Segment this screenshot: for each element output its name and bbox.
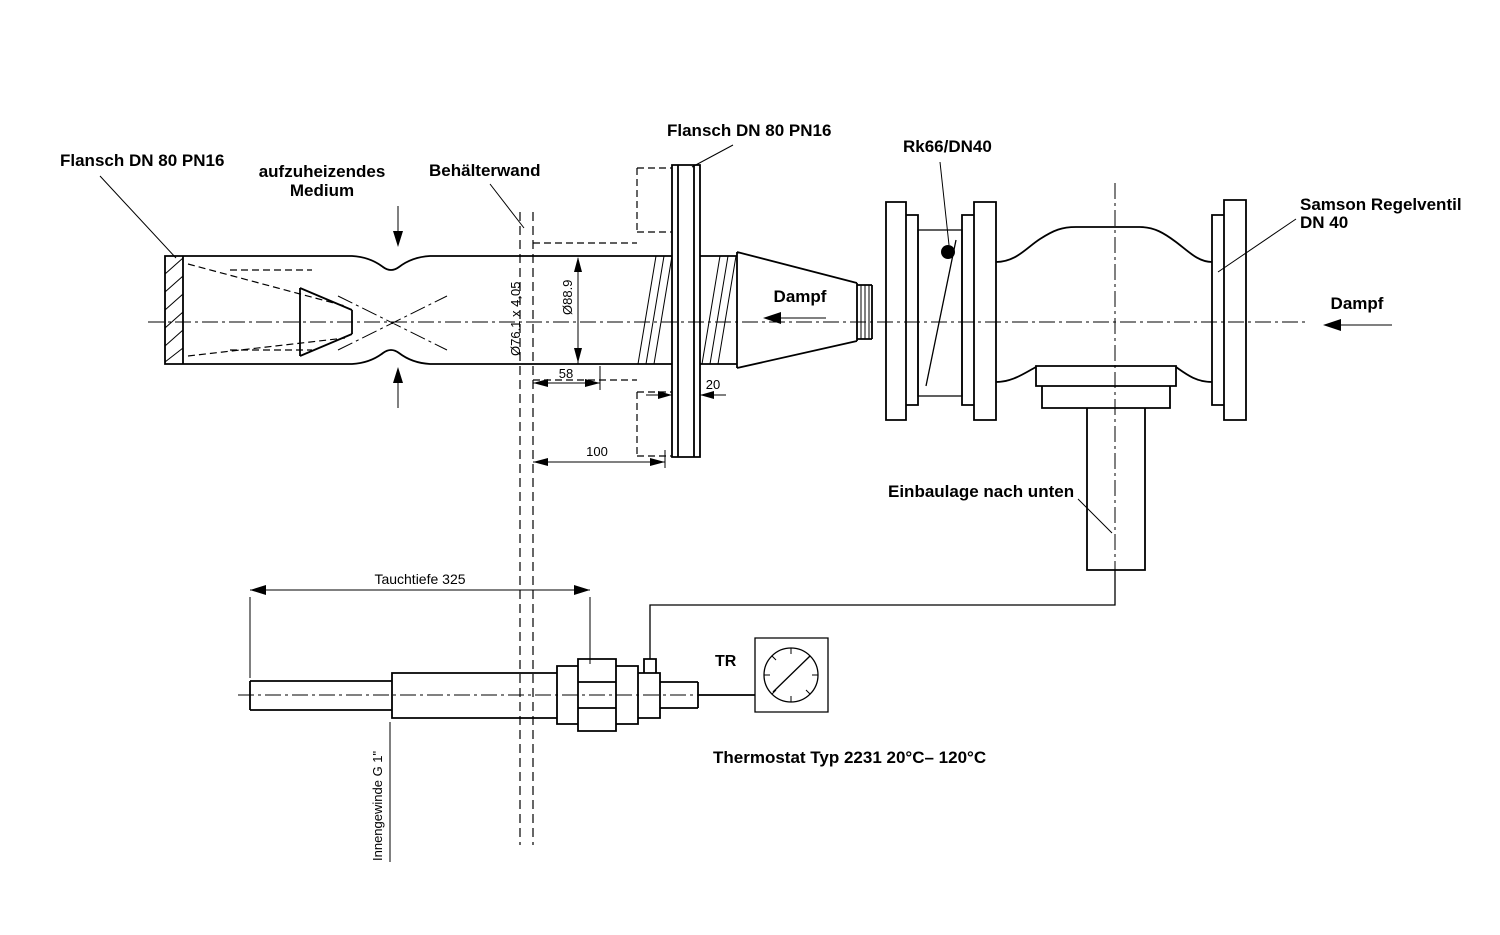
thermostat-assembly [249, 658, 755, 732]
dim-100: 100 [586, 444, 608, 459]
label-einbaulage: Einbaulage nach unten [888, 482, 1074, 501]
label-flansch-left: Flansch DN 80 PN16 [60, 151, 224, 170]
label-behaelterwand: Behälterwand [429, 161, 540, 180]
capillary-line [649, 570, 1116, 659]
dim-pipe-spec: Ø76.1 x 4,05 [508, 282, 523, 356]
label-tr: TR [715, 653, 737, 670]
dim-58: 58 [559, 366, 573, 381]
valve-actuator [1035, 365, 1177, 571]
label-rk66: Rk66/DN40 [903, 137, 992, 156]
vessel-wall-dashed [519, 212, 534, 845]
label-thermostat-type: Thermostat Typ 2231 20°C– 120°C [713, 748, 986, 767]
hatching [164, 255, 870, 365]
label-flansch-top: Flansch DN 80 PN16 [667, 121, 831, 140]
label-innengewinde: Innengewinde G 1" [370, 750, 385, 861]
label-dampf-injector: Dampf [774, 287, 827, 306]
dim-20: 20 [706, 377, 720, 392]
label-samson-1: Samson Regelventil [1300, 195, 1462, 214]
label-medium-1: aufzuheizendes [259, 162, 386, 181]
flange-dn80 [671, 164, 701, 458]
check-valve-pivot-dot [941, 245, 955, 259]
label-dampf-inlet: Dampf [1331, 294, 1384, 313]
label-tauchtiefe: Tauchtiefe 325 [374, 571, 465, 587]
valve-body [995, 226, 1213, 383]
dim-od-88: Ø88.9 [560, 280, 575, 315]
label-samson-2: DN 40 [1300, 213, 1348, 232]
gauge-box [754, 637, 829, 713]
check-valve-wafer [917, 229, 963, 397]
hidden-lines-dashed [187, 167, 672, 457]
arrowheads [250, 231, 1341, 595]
centerlines [148, 183, 1305, 696]
leader-lines [99, 144, 1297, 534]
valve-flanges [885, 199, 1247, 421]
gauge-needle [772, 655, 811, 693]
label-medium-2: Medium [290, 181, 354, 200]
